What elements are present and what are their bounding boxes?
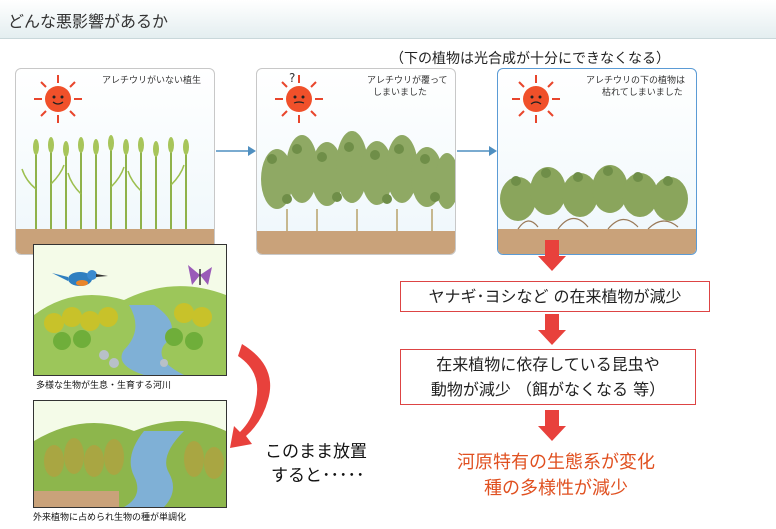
native-plants-decrease-box: ヤナギ･ヨシなど の在来植物が減少 — [400, 281, 710, 312]
sun-icon — [512, 75, 560, 123]
leave-as-is-line2: すると･････ — [271, 466, 365, 486]
panel-withered-vegetation: アレチウリの下の植物は 枯れてしまいました — [497, 68, 697, 255]
monotonous-river-caption: 外来植物に占められ生物の種が単調化 — [33, 513, 187, 523]
header-bar: どんな悪影響があるか — [0, 0, 776, 39]
question-mark: ? — [289, 71, 296, 85]
ecosystem-change-line2: 種の多様性が減少 — [484, 478, 628, 499]
panel-caption-line1: アレチウリが覆って — [367, 76, 448, 86]
ecosystem-change-text: 河原特有の生態系が変化 種の多様性が減少 — [438, 450, 674, 502]
diverse-river-illustration — [34, 245, 226, 375]
covered-vegetation-illustration — [257, 75, 455, 254]
photosynthesis-note: （下の植物は光合成が十分にできなくなる） — [390, 51, 670, 67]
red-down-arrow-1 — [538, 240, 566, 271]
red-down-arrow-3 — [538, 410, 566, 441]
sun-icon — [34, 75, 82, 123]
blue-arrow-2 — [457, 146, 497, 156]
red-curved-arrow — [230, 344, 271, 448]
monotonous-river-scene — [33, 400, 227, 508]
ecosystem-change-line1: 河原特有の生態系が変化 — [457, 452, 655, 473]
leave-as-is-text: このまま放置 すると･････ — [265, 440, 367, 488]
leave-as-is-line1: このまま放置 — [265, 442, 367, 462]
insects-animals-decrease-box: 在来植物に依存している昆虫や 動物が減少 （餌がなくなる 等） — [400, 349, 696, 405]
native-plants-decrease-text: ヤナギ･ヨシなど の在来植物が減少 — [428, 287, 682, 306]
insects-decrease-line2: 動物が減少 （餌がなくなる 等） — [430, 380, 666, 399]
diverse-river-caption: 多様な生物が生息・生育する河川 — [36, 381, 172, 391]
native-vegetation-illustration — [16, 75, 214, 254]
panel-native-vegetation: アレチウリがいない植生 — [15, 68, 215, 255]
red-down-arrow-2 — [538, 314, 566, 345]
panel-caption: アレチウリがいない植生 — [102, 76, 202, 86]
butterfly-icon — [188, 265, 212, 285]
panel-caption-line2: 枯れてしまいました — [602, 88, 683, 98]
kingfisher-icon — [52, 270, 108, 286]
blue-arrow-1 — [216, 146, 256, 156]
withered-vegetation-illustration — [498, 75, 696, 254]
panel-caption-line2: しまいました — [373, 88, 428, 98]
insects-decrease-line1: 在来植物に依存している昆虫や — [436, 355, 660, 374]
diverse-river-scene — [33, 244, 227, 376]
panel-caption-line1: アレチウリの下の植物は — [586, 76, 686, 86]
sun-icon — [275, 75, 323, 123]
panel-covered-vegetation: ? アレチウリが覆って しまいました — [256, 68, 456, 255]
page-title: どんな悪影響があるか — [8, 12, 169, 31]
monotonous-river-illustration — [34, 401, 226, 507]
